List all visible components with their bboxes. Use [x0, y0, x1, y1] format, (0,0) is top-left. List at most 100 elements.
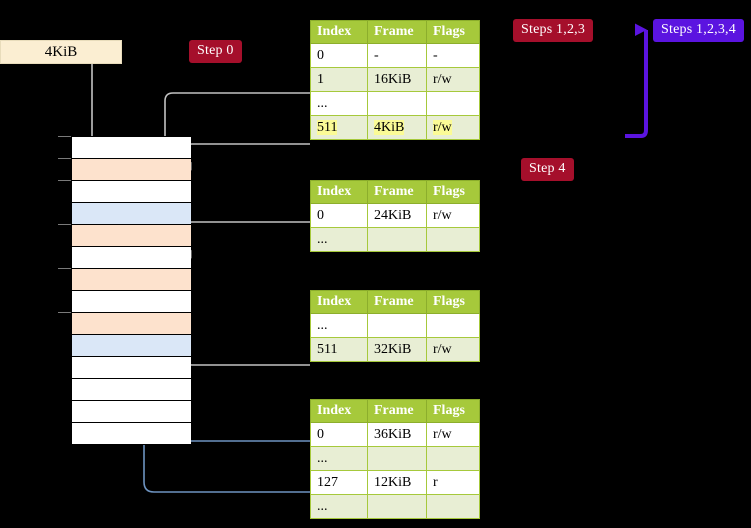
wire-pdpt-row0: [183, 221, 310, 259]
column-header-index: Index: [310, 290, 368, 314]
physical-memory-column: [71, 136, 191, 445]
column-header-frame: Frame: [367, 20, 427, 44]
memory-frame-row: [72, 137, 191, 159]
table-cell: [426, 227, 480, 252]
column-header-flags: Flags: [426, 180, 480, 204]
memory-frame-row: [72, 291, 191, 313]
column-header-flags: Flags: [426, 290, 480, 314]
memory-tick-mark: [58, 180, 71, 181]
table-cell: [367, 446, 427, 471]
memory-tick-mark: [58, 158, 71, 159]
badge-steps-123: Steps 1,2,3: [513, 19, 594, 42]
column-header-frame: Frame: [367, 290, 427, 314]
highlighted-value: 511: [317, 119, 338, 135]
wire-pd-row511: [176, 317, 310, 366]
memory-frame-row: [72, 423, 191, 445]
table-cell: 16KiB: [367, 67, 427, 92]
column-header-flags: Flags: [426, 20, 480, 44]
steps-bracket-arrow: [625, 23, 648, 138]
memory-frame-row: [72, 247, 191, 269]
table-row: ...: [310, 227, 480, 252]
table-cell: [426, 91, 480, 116]
memory-tick-mark: [58, 224, 71, 225]
table-cell: [367, 313, 427, 338]
table-row: 511 4KiB r/w: [310, 115, 480, 140]
table-cell: r/w: [426, 337, 480, 362]
table-cell: 0: [310, 43, 368, 68]
table-cell: r: [426, 470, 480, 495]
table-cell: r/w: [426, 203, 480, 228]
badge-step-0: Step 0: [189, 40, 242, 63]
table-cell: 1: [310, 67, 368, 92]
column-header-index: Index: [310, 180, 368, 204]
table-cell: 12KiB: [367, 470, 427, 495]
table-cell: 32KiB: [367, 337, 427, 362]
table-cell: ...: [310, 313, 368, 338]
table-cell: ...: [310, 446, 368, 471]
table-row: ...: [310, 313, 480, 338]
table-cell: r/w: [426, 67, 480, 92]
badge-steps-1234: Steps 1,2,3,4: [653, 19, 744, 42]
badge-step-4: Step 4: [521, 158, 574, 181]
memory-frame-row: [72, 379, 191, 401]
memory-frame-row: [72, 401, 191, 423]
memory-frame-row: [72, 357, 191, 379]
table-cell: 0: [310, 203, 368, 228]
table-cell: [426, 446, 480, 471]
highlighted-value: r/w: [433, 119, 452, 135]
table-cell: [426, 313, 480, 338]
memory-tick-mark: [58, 312, 71, 313]
table-cell: r/w: [426, 115, 480, 140]
table-cell: -: [367, 43, 427, 68]
memory-frame-row: [72, 225, 191, 247]
column-header-index: Index: [310, 20, 368, 44]
column-header-frame: Frame: [367, 399, 427, 423]
table-cell: [426, 494, 480, 519]
memory-frame-row: [72, 313, 191, 335]
table-row: 0--: [310, 43, 480, 68]
memory-frame-row: [72, 269, 191, 291]
memory-tick-mark: [58, 268, 71, 269]
table-cell: [367, 494, 427, 519]
memory-tick-mark: [58, 136, 71, 137]
table-cell: 511: [310, 115, 368, 140]
highlighted-value: 4KiB: [374, 119, 405, 135]
table-cell: ...: [310, 91, 368, 116]
frame-size-label: 4KiB: [44, 43, 78, 60]
table-cell: [367, 91, 427, 116]
table-row: ...: [310, 494, 480, 519]
memory-frame-row: [72, 335, 191, 357]
table-row: ...: [310, 91, 480, 116]
table-cell: 4KiB: [367, 115, 427, 140]
memory-frame-row: [72, 159, 191, 181]
table-cell: ...: [310, 227, 368, 252]
column-header-frame: Frame: [367, 180, 427, 204]
table-cell: 0: [310, 422, 368, 447]
table-cell: ...: [310, 494, 368, 519]
table-cell: 36KiB: [367, 422, 427, 447]
table-row: ...: [310, 446, 480, 471]
memory-frame-row: [72, 181, 191, 203]
memory-frame-row: [72, 203, 191, 225]
table-cell: r/w: [426, 422, 480, 447]
frame-size-box: 4KiB: [0, 40, 122, 64]
table-cell: -: [426, 43, 480, 68]
table-cell: [367, 227, 427, 252]
table-cell: 511: [310, 337, 368, 362]
column-header-flags: Flags: [426, 399, 480, 423]
wire-pml4-row511: [183, 143, 310, 171]
